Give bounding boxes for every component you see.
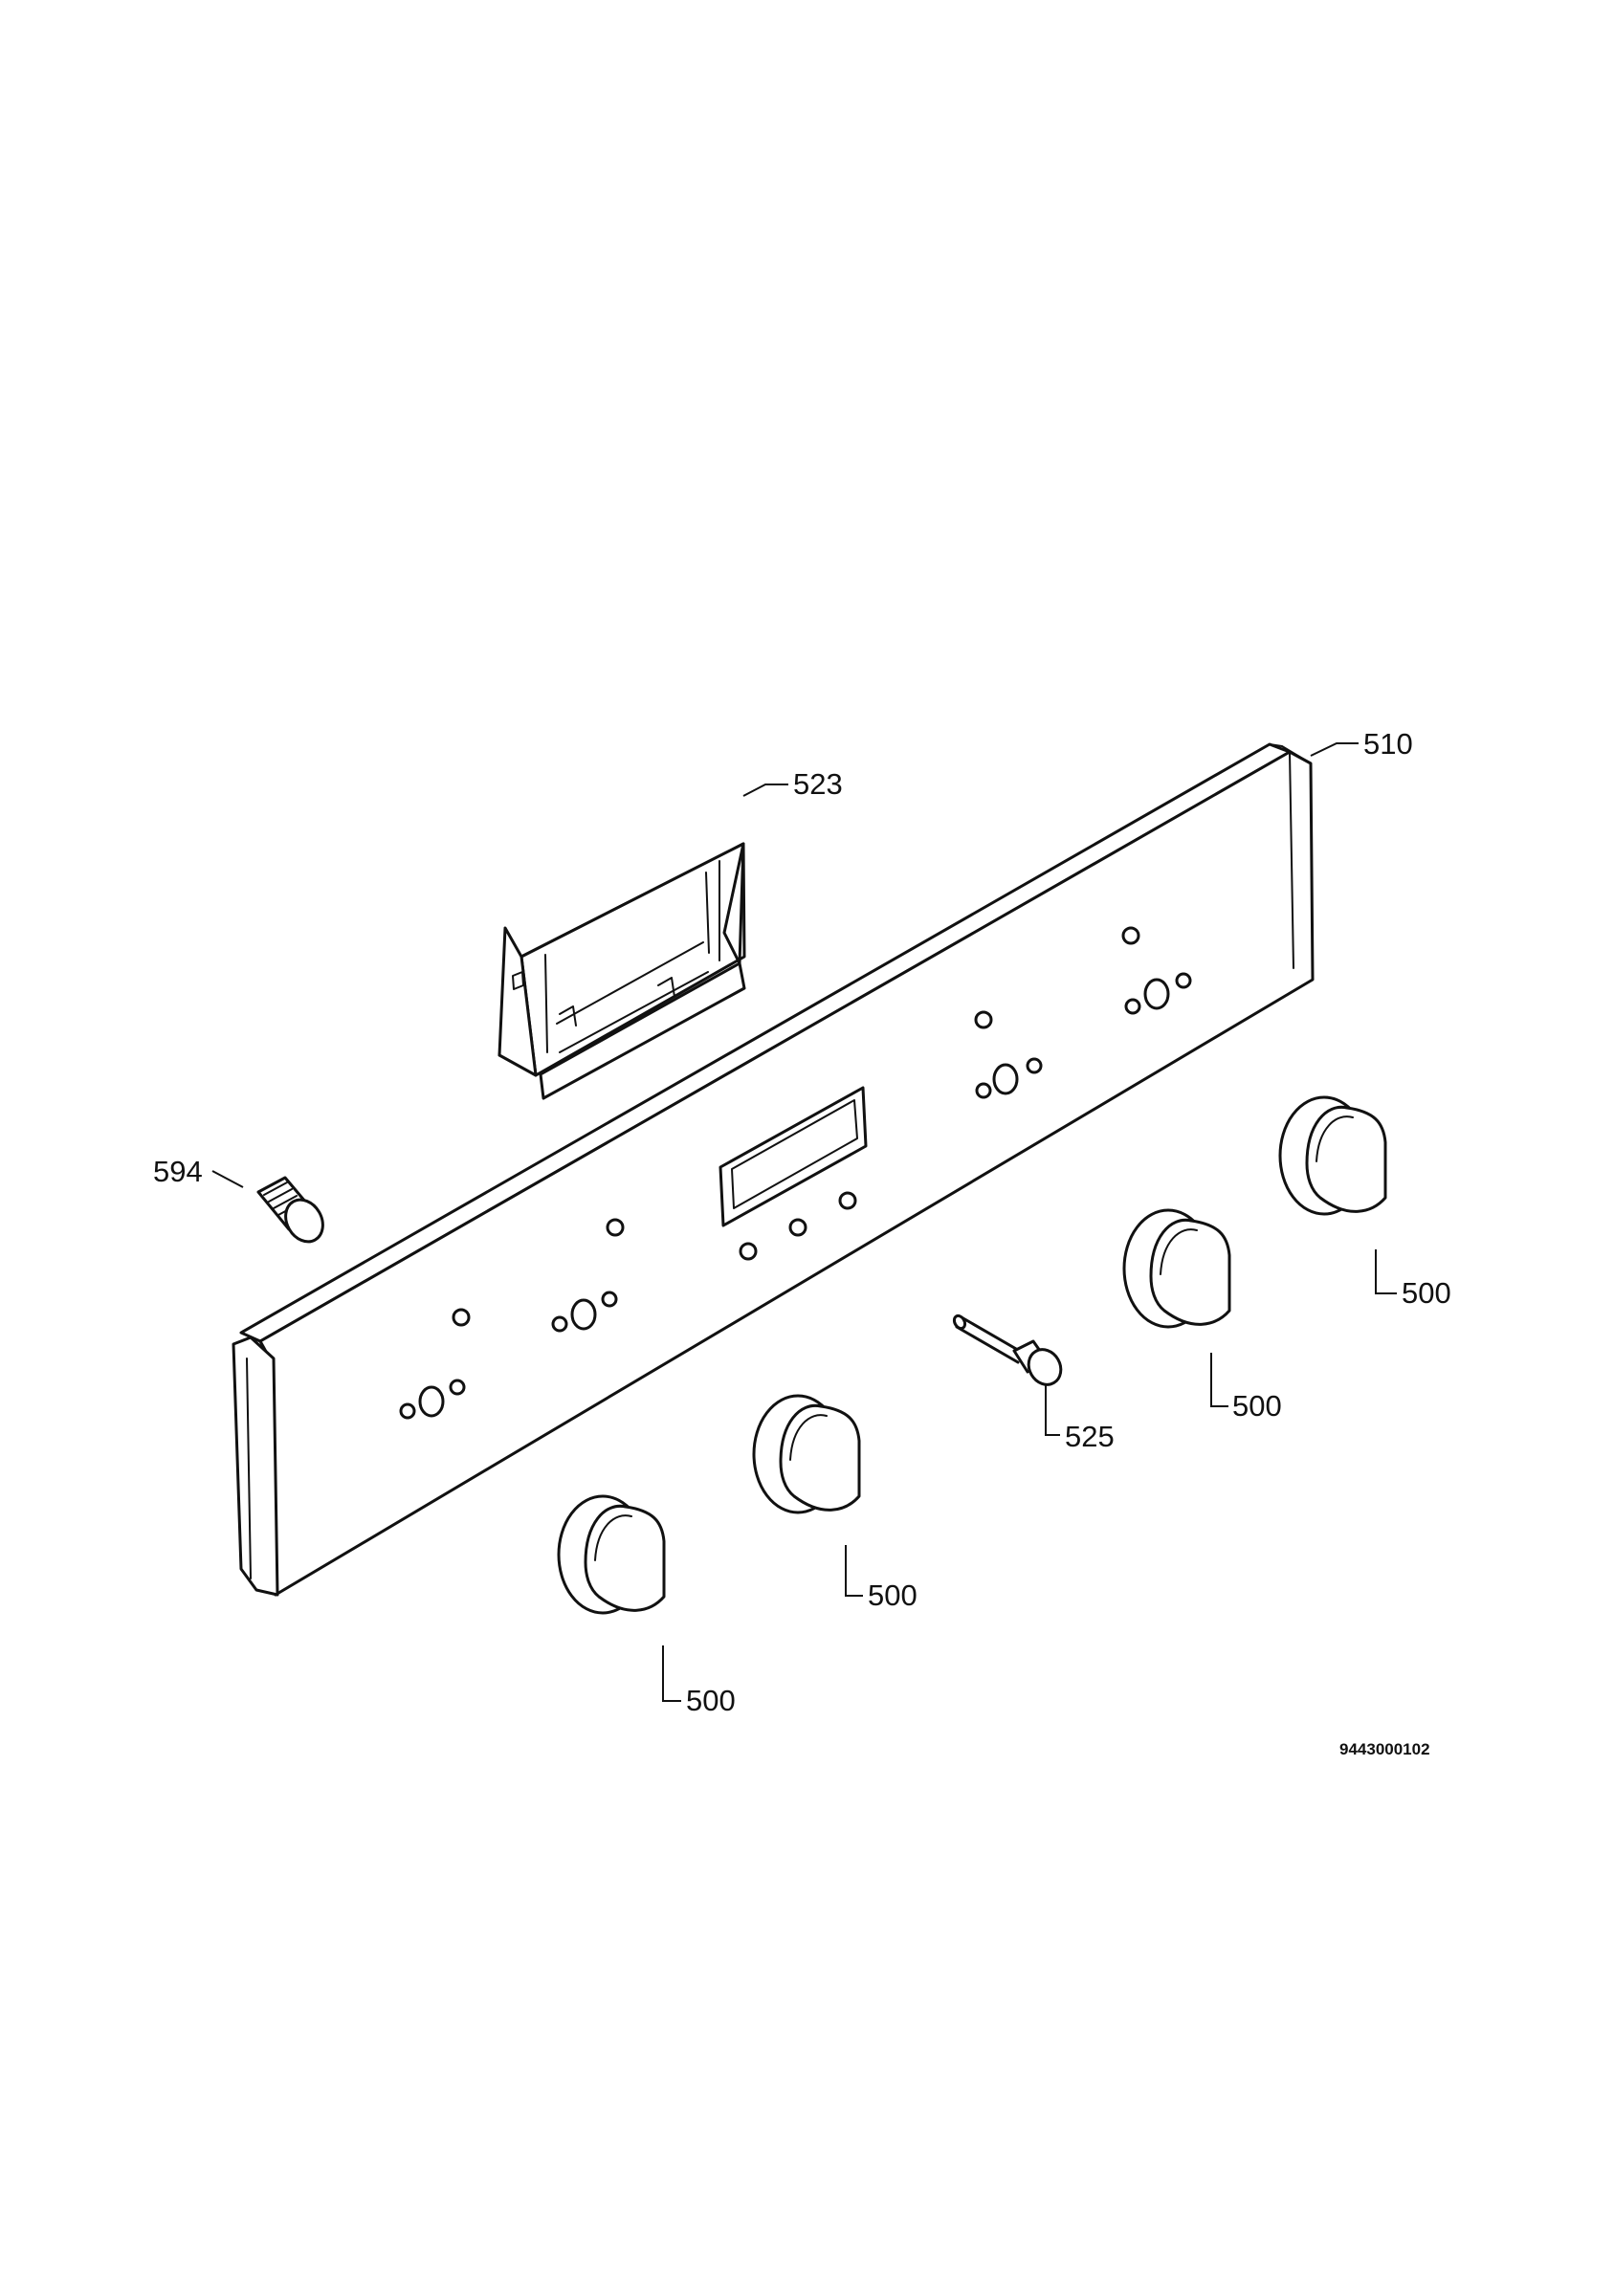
callout-594: 594 bbox=[153, 1155, 203, 1188]
callout-500-knob-4: 500 bbox=[686, 1684, 736, 1717]
callout-523: 523 bbox=[793, 767, 843, 801]
knob-1 bbox=[1278, 1095, 1387, 1216]
callout-510: 510 bbox=[1363, 727, 1413, 761]
leader-lines bbox=[211, 742, 1397, 1702]
control-panel bbox=[232, 742, 1315, 1597]
display-frame bbox=[497, 842, 746, 1100]
callout-500-knob-2: 500 bbox=[1232, 1389, 1282, 1423]
knob-2 bbox=[1122, 1208, 1231, 1329]
document-number: 9443000102 bbox=[1339, 1740, 1430, 1758]
knob-4 bbox=[557, 1494, 666, 1615]
knob-3 bbox=[752, 1394, 861, 1514]
callout-500-knob-3: 500 bbox=[868, 1578, 918, 1612]
indicator-lamp bbox=[256, 1176, 324, 1244]
callout-500-knob-1: 500 bbox=[1402, 1276, 1451, 1310]
push-button bbox=[952, 1314, 1063, 1386]
callout-525: 525 bbox=[1065, 1420, 1115, 1453]
